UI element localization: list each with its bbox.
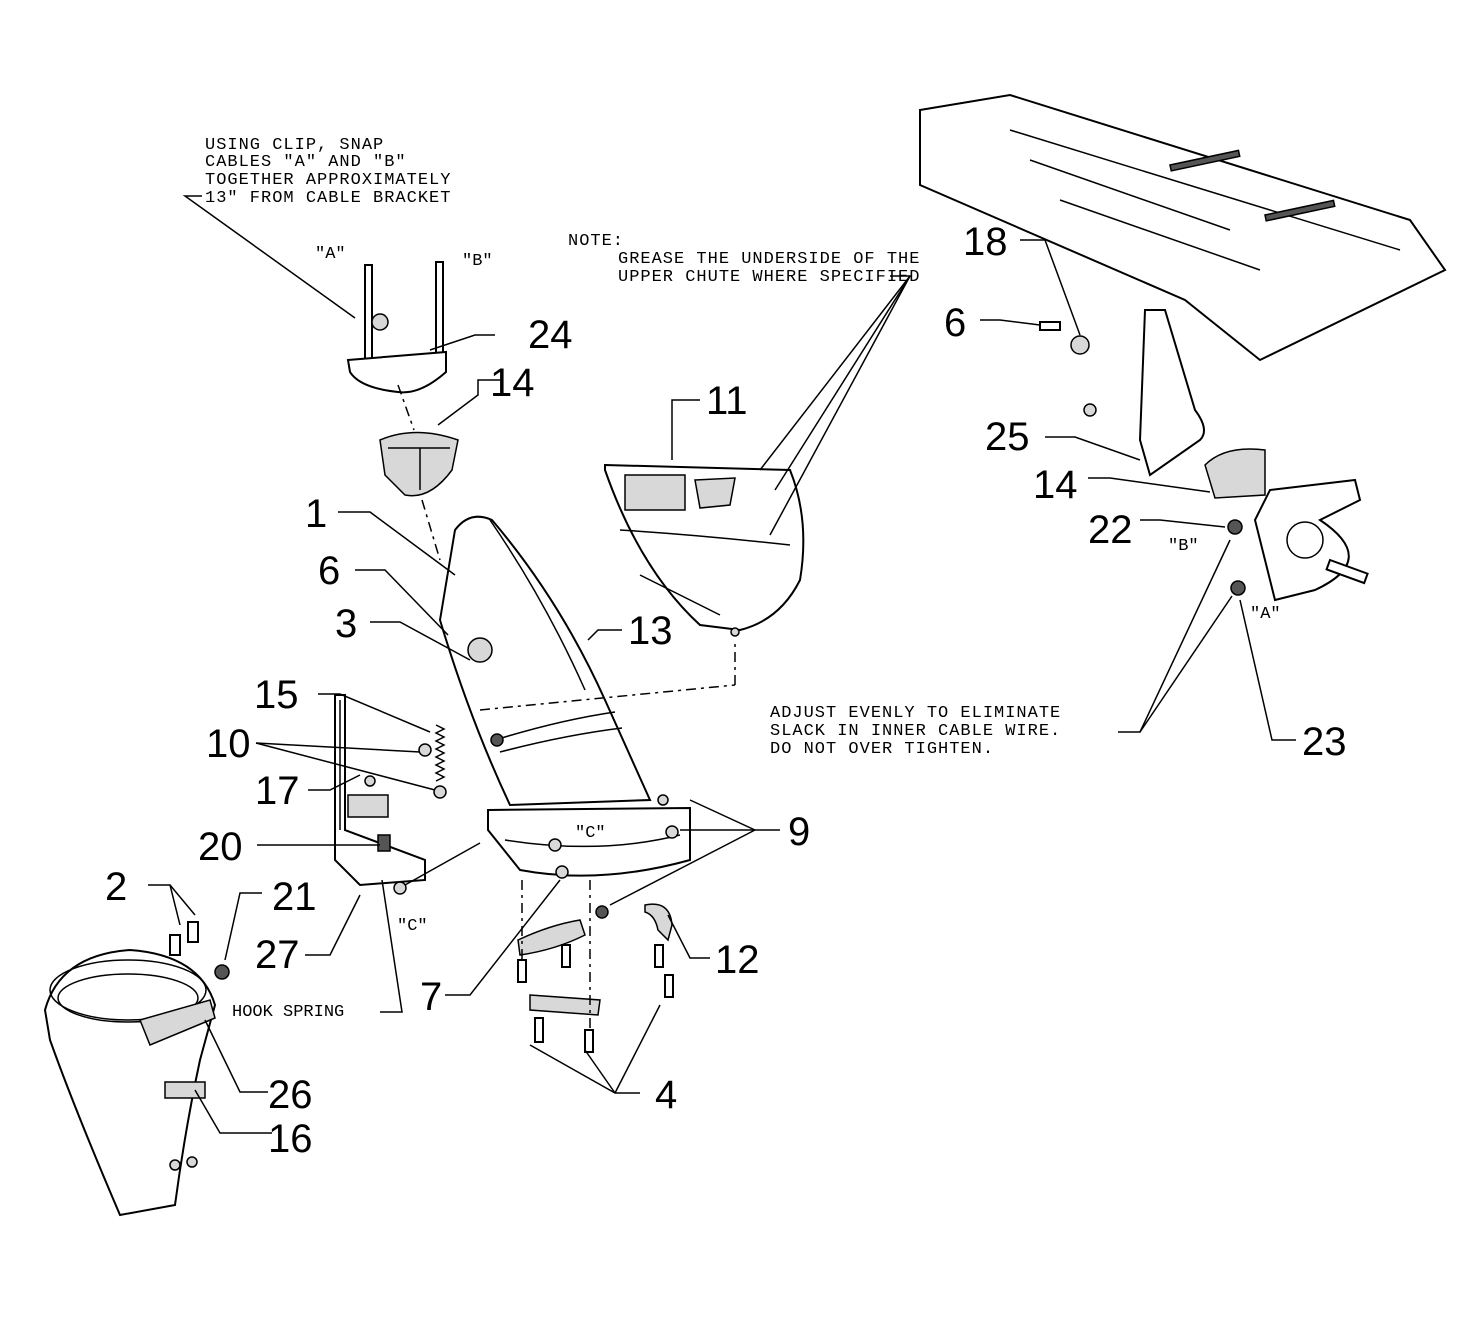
spring-bracket: "C": [334, 694, 481, 936]
callout-21: 21: [272, 875, 317, 919]
chute-handle-right: [1204, 448, 1266, 499]
callout-6-right: 6: [944, 301, 966, 345]
chute-knob: [467, 637, 493, 663]
callout-22: 22: [1088, 508, 1133, 552]
adjust-note-line-1: ADJUST EVENLY TO ELIMINATE: [770, 704, 1061, 723]
chute-deflector: [604, 463, 805, 637]
callout-7: 7: [420, 975, 442, 1019]
clip-note-line-3: TOGETHER APPROXIMATELY: [205, 171, 451, 190]
hook-spring-label: HOOK SPRING: [232, 1003, 344, 1022]
callout-15: 15: [254, 673, 299, 717]
cable-tag-b-top: "B": [462, 252, 493, 271]
cable-tag-c-center: "C": [575, 824, 606, 843]
keeper-upper: [517, 919, 586, 956]
callout-20: 20: [198, 825, 243, 869]
callout-16: 16: [268, 1117, 313, 1161]
cable-a-rod: [364, 264, 373, 361]
cable-clip: [371, 313, 389, 331]
callout-12: 12: [715, 938, 760, 982]
callout-27: 27: [255, 933, 300, 977]
callout-25: 25: [985, 415, 1030, 459]
callout-13: 13: [628, 609, 673, 653]
spring-bracket-plate: [334, 694, 426, 887]
callout-14-left: 14: [490, 361, 535, 405]
leader-lines: [148, 239, 1296, 1134]
cable-bracket-assembly: "A" "B": [315, 245, 493, 431]
callout-11: 11: [706, 379, 748, 423]
cable-tag-a-right: "A": [1250, 605, 1281, 624]
adjust-note-line-3: DO NOT OVER TIGHTEN.: [770, 740, 994, 759]
callout-6-left: 6: [318, 549, 340, 593]
grease-note: NOTE: GREASE THE UNDERSIDE OF THE UPPER …: [568, 232, 920, 536]
callout-26: 26: [268, 1073, 313, 1117]
grease-note-heading: NOTE:: [568, 232, 624, 251]
cable-tag-c-left: "C": [397, 917, 428, 936]
bracket-centerline: [397, 384, 415, 431]
dash-panel: [919, 93, 1447, 362]
deflector-label: [624, 474, 686, 511]
dash-panel-body: [919, 93, 1447, 362]
upper-chute: [438, 515, 736, 807]
keeper-lower: [529, 994, 601, 1016]
cable-bracket-right: [1253, 478, 1362, 602]
callout-17: 17: [255, 769, 300, 813]
chute-base-ring: "C": [487, 794, 691, 879]
callout-14-right: 14: [1033, 463, 1078, 507]
callout-18: 18: [963, 220, 1008, 264]
chute-handle-left: [379, 431, 459, 561]
crank-bracket-plate: [1138, 309, 1205, 477]
lower-chute-tab: [138, 999, 216, 1046]
chute-base-flange: [487, 806, 691, 877]
chute-keepers: [517, 880, 674, 1053]
cable-tag-a-top: "A": [315, 245, 346, 264]
upper-chute-body: [438, 515, 652, 807]
adjust-note: ADJUST EVENLY TO ELIMINATE SLACK IN INNE…: [770, 539, 1233, 759]
callout-4: 4: [655, 1073, 677, 1117]
callout-3: 3: [335, 602, 357, 646]
callout-1: 1: [305, 492, 327, 536]
crank-washer: [1070, 335, 1090, 355]
grease-note-line-2: UPPER CHUTE WHERE SPECIFIED: [618, 268, 920, 287]
part-callouts: 1 2 3 4 6 6 7 9 10 11 12 13 14 14 15 16 …: [105, 220, 1347, 1161]
callout-9: 9: [788, 810, 810, 854]
clip-note-line-4: 13" FROM CABLE BRACKET: [205, 189, 451, 208]
clip-note-line-1: USING CLIP, SNAP: [205, 136, 384, 155]
grease-note-line-1: GREASE THE UNDERSIDE OF THE: [618, 250, 920, 269]
callout-23: 23: [1302, 720, 1347, 764]
cable-bracket-plate: [346, 350, 447, 394]
callout-2: 2: [105, 865, 127, 909]
cable-tag-b-right: "B": [1168, 537, 1199, 556]
chute-crank-bracket: "B" "A": [1039, 309, 1369, 624]
keeper-right: [644, 903, 673, 942]
clip-note: USING CLIP, SNAP CABLES "A" AND "B" TOGE…: [182, 136, 451, 319]
clip-note-line-2: CABLES "A" AND "B": [205, 153, 407, 172]
lower-chute-assembly: [43, 921, 230, 1217]
adjust-note-line-2: SLACK IN INNER CABLE WIRE.: [770, 722, 1061, 741]
spring: [434, 724, 446, 782]
callout-24: 24: [528, 313, 573, 357]
chute-handle-body: [379, 431, 459, 497]
callout-10: 10: [206, 722, 251, 766]
clip-note-leader: [182, 195, 356, 319]
